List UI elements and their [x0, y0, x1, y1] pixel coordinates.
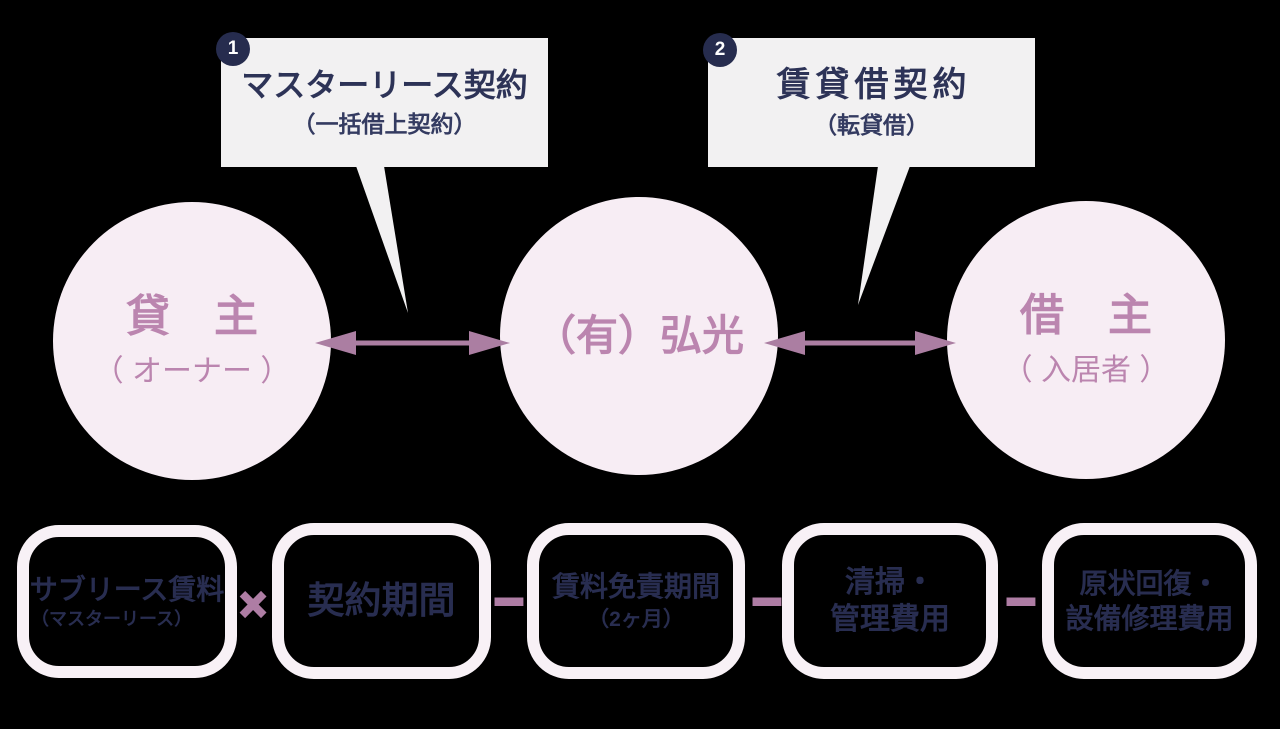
formula-box4-line1: 清掃・: [845, 565, 935, 599]
formula-box1-subtitle: （マスターリース）: [31, 608, 193, 629]
circle-lessee-title: 借 主: [1020, 291, 1152, 340]
bubble1-tail: [356, 166, 408, 313]
formula-box1-line1: サブリース賃料: [29, 573, 225, 605]
formula-box5-line1: 原状回復・: [1079, 568, 1220, 599]
bubble1-subtitle: （一括借上契約）: [292, 111, 477, 138]
bubble2-tail: [858, 166, 910, 305]
formula-box2-line1: 契約期間: [307, 579, 456, 621]
formula-box-cleaning-management-cost: 清掃・ 管理費用: [782, 523, 998, 679]
circle-company-title: （有）弘光: [533, 312, 744, 359]
formula-box5-line2: 設備修理費用: [1065, 603, 1234, 634]
operator-minus-1: −: [492, 573, 525, 631]
formula-box-rent-exemption-period: 賃料免責期間 （2ヶ月）: [527, 523, 745, 679]
bubble-master-lease-contract: 1 マスターリース契約 （一括借上契約）: [216, 32, 548, 167]
formula-box4-line2: 管理費用: [830, 603, 950, 636]
circle-lessee-subtitle: （ 入居者 ）: [1002, 354, 1170, 387]
formula-box-sublease-rent: サブリース賃料 （マスターリース）: [17, 525, 237, 678]
bubble1-title: マスターリース契約: [241, 67, 528, 104]
circle-lessee-resident: 借 主 （ 入居者 ）: [947, 201, 1225, 479]
bubble-rental-contract: 2 賃貸借契約 （転貸借）: [703, 33, 1035, 167]
badge-number-1: 1: [216, 32, 250, 66]
operator-minus-2: −: [750, 573, 783, 631]
bubble2-subtitle: （転貸借）: [814, 112, 929, 139]
formula-box3-line1: 賃料免責期間: [551, 570, 720, 602]
badge-number-2: 2: [703, 33, 737, 67]
circle-lessor-owner: 貸 主 （ オーナー ）: [53, 202, 331, 480]
formula-box3-subtitle: （2ヶ月）: [588, 608, 684, 632]
formula-box-restoration-repair-cost: 原状回復・ 設備修理費用: [1042, 523, 1257, 679]
operator-minus-3: −: [1004, 573, 1037, 631]
circle-lessor-title: 貸 主: [126, 292, 258, 341]
bubble2-title: 賃貸借契約: [776, 66, 972, 105]
circle-lessor-subtitle: （ オーナー ）: [93, 355, 291, 388]
circle-company-hiromitsu: （有）弘光: [500, 197, 778, 475]
operator-multiply: ×: [238, 578, 268, 630]
formula-box-contract-period: 契約期間: [272, 523, 491, 679]
